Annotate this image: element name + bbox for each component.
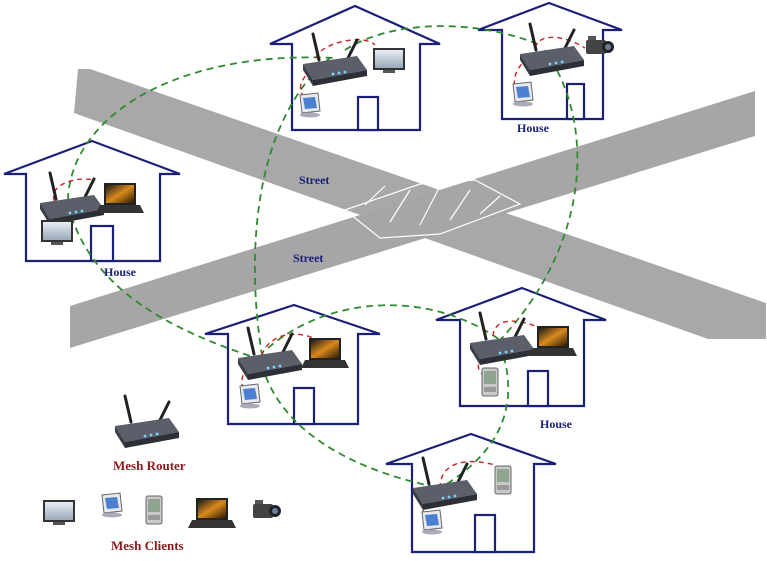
house-label-mid-right: House	[540, 417, 573, 431]
legend-router-icon	[113, 394, 181, 450]
legend-camera-icon	[253, 500, 281, 518]
legend-laptop-icon	[188, 498, 236, 528]
legend-tv-icon	[43, 500, 75, 525]
legend-pda-icon	[145, 495, 163, 525]
street-shapes	[70, 69, 766, 348]
monitor-icon	[299, 92, 321, 118]
legend-clients-label: Mesh Clients	[111, 538, 184, 553]
monitor-icon	[421, 509, 443, 535]
house-label-top-right: House	[517, 121, 550, 135]
monitor-icon	[239, 383, 261, 409]
tv-icon	[373, 48, 405, 73]
legend-router-label: Mesh Router	[113, 458, 186, 473]
pda-icon	[481, 367, 499, 397]
street-label-lower: Street	[293, 251, 323, 265]
pda-icon	[494, 465, 512, 495]
legend-monitor-icon	[101, 492, 123, 518]
house-label-left: House	[104, 265, 137, 279]
street-label-upper: Street	[299, 173, 329, 187]
monitor-icon	[512, 81, 534, 107]
tv-icon	[41, 220, 73, 245]
